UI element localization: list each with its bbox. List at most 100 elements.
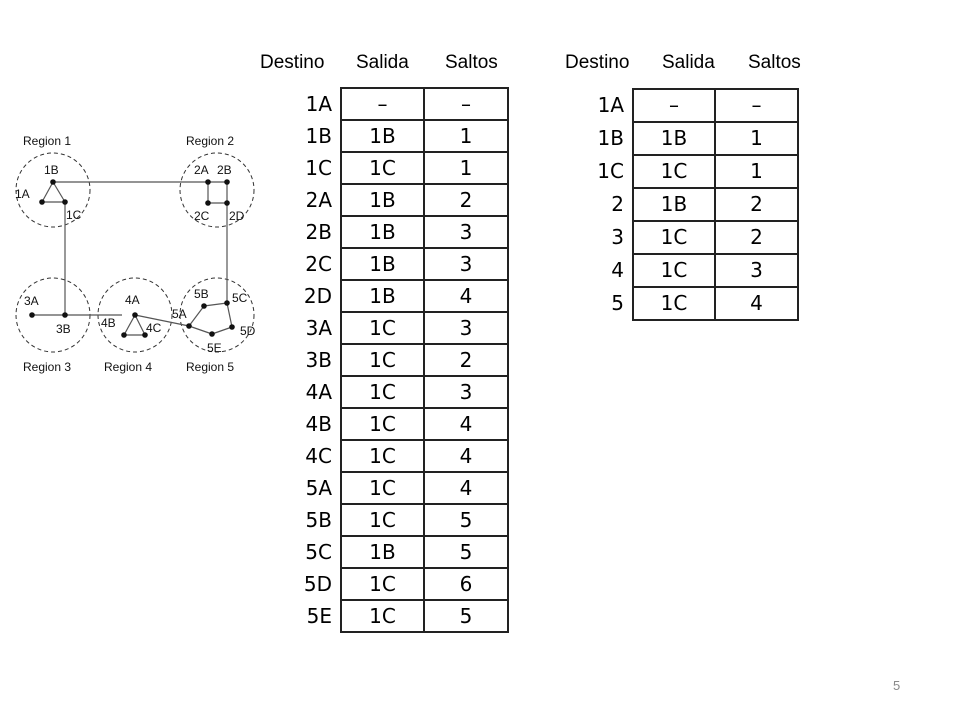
hops-cell: 2 [423, 343, 509, 377]
hops-cell: 4 [423, 279, 509, 313]
destination-cell: 4A [305, 380, 332, 404]
destination-cell: 1A [597, 93, 624, 117]
output-line-cell: 1C [632, 220, 716, 255]
hops-cell: 1 [714, 154, 799, 189]
hops-cell: 1 [714, 121, 799, 156]
node-label-5b: 5B [194, 287, 209, 301]
node-label-4c: 4C [146, 321, 162, 335]
region-3-label: Region 3 [23, 360, 71, 374]
node-2a [205, 179, 211, 185]
output-line-cell: 1C [340, 439, 425, 473]
node-label-1a: 1A [15, 187, 30, 201]
hops-cell: 1 [423, 151, 509, 185]
destination-cell: 1A [305, 92, 332, 116]
node-label-3a: 3A [24, 294, 39, 308]
header-destino-left: Destino [260, 52, 325, 73]
hops-cell: 3 [714, 253, 799, 288]
hops-cell: 3 [423, 247, 509, 281]
region-1-label: Region 1 [23, 134, 71, 148]
hops-cell: 1 [423, 119, 509, 153]
node-2d [224, 200, 230, 206]
node-label-2c: 2C [194, 209, 210, 223]
region-5-circle [179, 277, 255, 353]
output-line-cell: 1C [340, 343, 425, 377]
node-2b [224, 179, 230, 185]
output-line-cell: 1C [632, 253, 716, 288]
node-5c [224, 300, 230, 306]
destination-cell: 3 [611, 225, 624, 249]
region-1-circle [15, 152, 91, 228]
node-label-4b: 4B [101, 316, 116, 330]
region-5-label: Region 5 [186, 360, 234, 374]
output-line-cell: 1C [340, 151, 425, 185]
node-5d [229, 324, 235, 330]
node-label-5e: 5E [207, 341, 222, 355]
destination-cell: 5D [303, 572, 332, 596]
node-label-1b: 1B [44, 163, 59, 177]
hops-cell: 6 [423, 567, 509, 601]
node-label-5a: 5A [172, 307, 187, 321]
output-line-cell: 1C [340, 567, 425, 601]
destination-cell: 3B [305, 348, 332, 372]
header-saltos-left: Saltos [445, 52, 498, 73]
output-line-cell: 1B [340, 535, 425, 569]
hops-cell: 3 [423, 311, 509, 345]
hops-cell: 2 [423, 183, 509, 217]
output-line-cell: 1C [340, 311, 425, 345]
network-region-diagram: Region 1 Region 2 Region 3 Region 4 Regi… [15, 134, 256, 374]
destination-cell: 3A [305, 316, 332, 340]
output-line-cell: 1C [632, 154, 716, 189]
destination-cell: 1B [597, 126, 624, 150]
node-label-3b: 3B [56, 322, 71, 336]
destination-cell: 2 [611, 192, 624, 216]
output-line-cell: 1C [340, 599, 425, 633]
network-nodes [29, 179, 235, 338]
region-4-circle [97, 277, 173, 353]
header-destino-right: Destino [565, 52, 630, 73]
destination-cell: 4C [305, 444, 332, 468]
network-links [32, 181, 233, 336]
hops-cell: 5 [423, 503, 509, 537]
destination-cell: 5B [305, 508, 332, 532]
output-line-cell: 1C [340, 375, 425, 409]
output-line-cell: 1C [632, 286, 716, 321]
destination-cell: 1C [597, 159, 624, 183]
header-salida-right: Salida [662, 52, 715, 73]
node-5a [186, 323, 192, 329]
output-line-cell: 1B [340, 183, 425, 217]
destination-cell: 2D [303, 284, 332, 308]
hops-cell: – [714, 88, 799, 123]
destination-cell: 5C [305, 540, 332, 564]
output-line-cell: 1C [340, 471, 425, 505]
node-label-2b: 2B [217, 163, 232, 177]
node-label-5d: 5D [240, 324, 256, 338]
hops-cell: 3 [423, 215, 509, 249]
node-1c [62, 199, 68, 205]
hops-cell: 2 [714, 187, 799, 222]
node-2c [205, 200, 211, 206]
header-saltos-right: Saltos [748, 52, 801, 73]
node-4a [132, 312, 138, 318]
node-1b [50, 179, 56, 185]
output-line-cell: 1B [340, 215, 425, 249]
node-label-1c: 1C [66, 208, 82, 222]
node-label-2d: 2D [229, 209, 245, 223]
output-line-cell: 1B [340, 119, 425, 153]
